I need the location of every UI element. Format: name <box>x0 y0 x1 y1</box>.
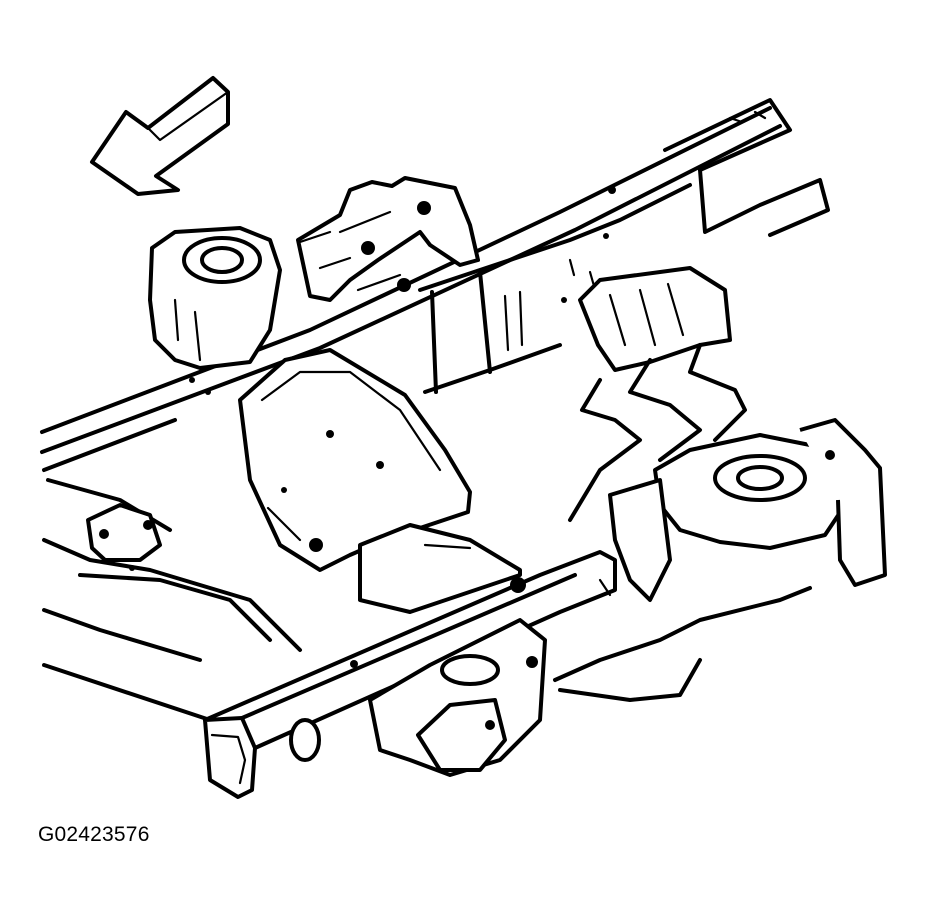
left-spring-seat <box>148 226 282 395</box>
left-frame-rail <box>40 98 830 472</box>
lower-frame-lines <box>553 578 812 702</box>
right-frame-rail <box>42 478 302 722</box>
right-spring-seat <box>608 418 887 602</box>
transmission-mount <box>568 266 747 522</box>
front-crossmember <box>203 523 617 799</box>
figure-id-label: G02423576 <box>38 823 150 846</box>
lower-pivot-bracket <box>368 618 547 777</box>
upper-bracket <box>296 176 480 302</box>
center-crossmember <box>418 183 692 394</box>
engine-mount-plate <box>238 348 472 572</box>
arrow-icon <box>90 76 230 196</box>
left-lower-bracket <box>78 503 272 642</box>
